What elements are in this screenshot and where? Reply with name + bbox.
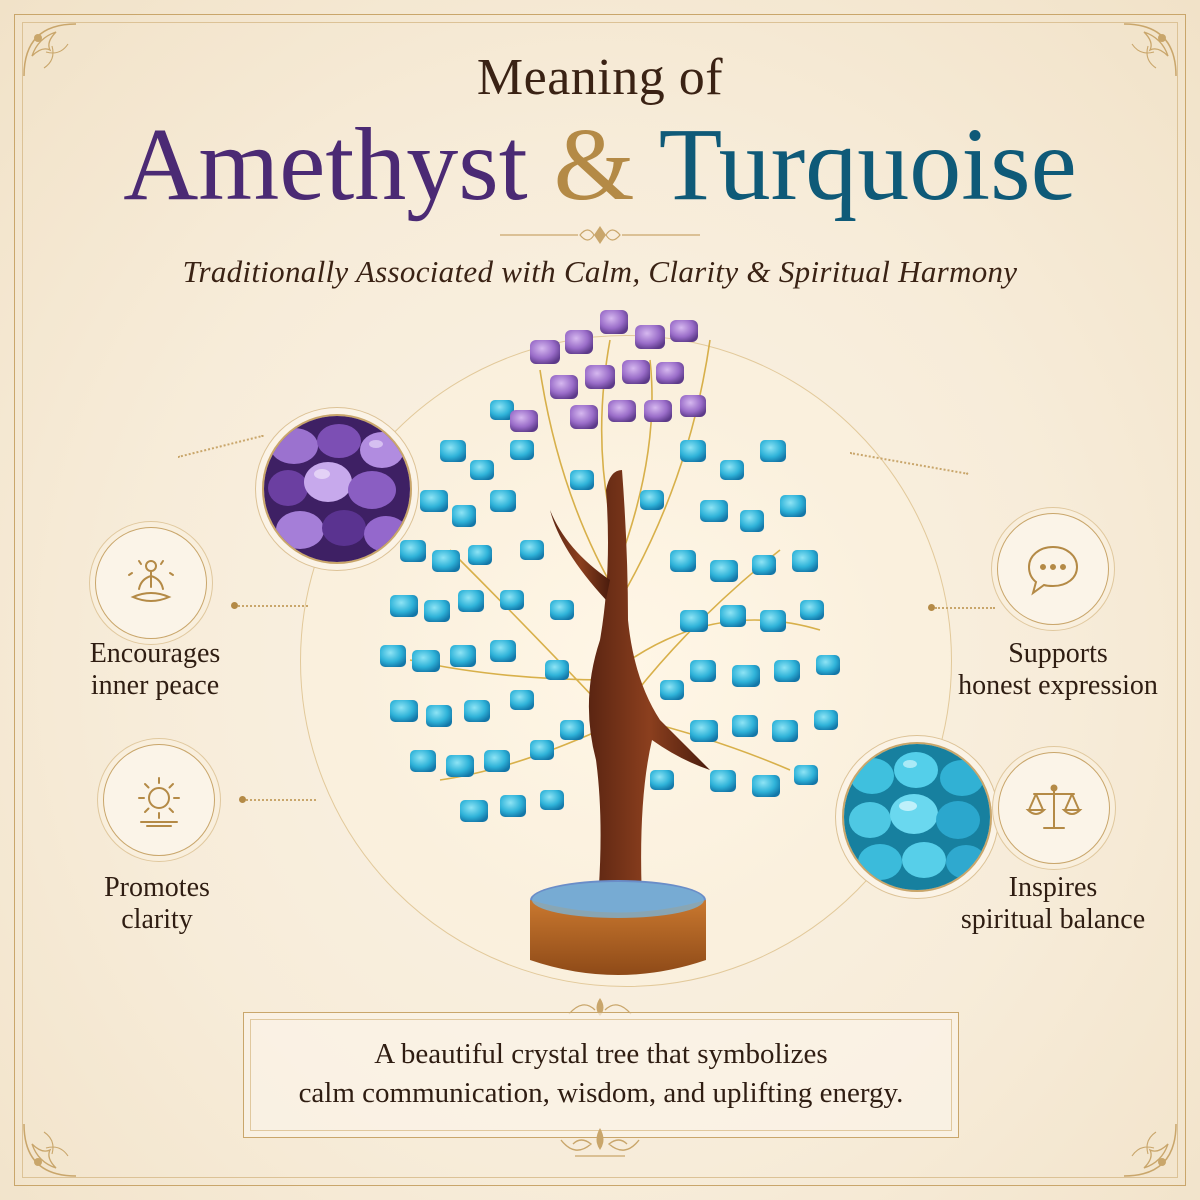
feature-balance-line2: spiritual balance xyxy=(960,904,1146,936)
feature-inner-peace-line2: inner peace xyxy=(90,670,220,702)
feature-expression-line2: honest expression xyxy=(958,670,1158,702)
title-divider-ornament xyxy=(500,226,700,244)
feature-clarity-line2: clarity xyxy=(121,904,193,936)
meditation-icon xyxy=(128,560,174,602)
caption-line2: calm communication, wisdom, and upliftin… xyxy=(298,1077,904,1110)
outer-frame xyxy=(14,14,1186,1186)
sun-icon xyxy=(138,777,180,827)
amethyst-stones-image xyxy=(262,414,412,564)
connector-express xyxy=(935,607,995,609)
connector-clarity xyxy=(246,799,316,801)
corner-ornament-top-right xyxy=(1123,23,1177,77)
page-title: Amethyst & Turquoise xyxy=(0,107,1200,222)
speech-bubble-icon-badge xyxy=(997,513,1109,625)
feature-honest-expression: Supports honest expression xyxy=(948,638,1168,702)
caption-line1: A beautiful crystal tree that symbolizes xyxy=(374,1038,828,1070)
caption-box: A beautiful crystal tree that symbolizes… xyxy=(243,1012,959,1138)
bottom-ornament xyxy=(560,1128,640,1157)
corner-ornament-bottom-right xyxy=(1123,1123,1177,1177)
meditation-icon-badge xyxy=(95,527,207,639)
crystal-tree-illustration xyxy=(380,310,840,975)
title-ampersand: & xyxy=(553,107,635,222)
subtitle: Traditionally Associated with Calm, Clar… xyxy=(182,254,1018,289)
connector-peace xyxy=(238,605,308,607)
connector-dot-peace xyxy=(231,602,238,609)
connector-balance xyxy=(990,806,1000,808)
speech-bubble-icon xyxy=(1027,545,1079,596)
corner-ornament-top-left xyxy=(23,23,77,77)
connector-dot-express xyxy=(928,604,935,611)
scales-icon-badge xyxy=(998,752,1110,864)
inner-frame xyxy=(22,22,1178,1178)
feature-inner-peace: Encourages inner peace xyxy=(60,638,250,702)
feature-clarity-line1: Promotes xyxy=(104,872,210,903)
connector-dot-clarity xyxy=(239,796,246,803)
title-meaning-of: Meaning of xyxy=(476,49,724,106)
caption-top-ornament xyxy=(568,998,632,1016)
feature-balance-line1: Inspires xyxy=(1008,872,1098,903)
feature-clarity: Promotes clarity xyxy=(62,872,252,936)
feature-expression-line1: Supports xyxy=(1008,638,1108,669)
caption-text: A beautiful crystal tree that symbolizes… xyxy=(244,1035,958,1113)
turquoise-stones-image xyxy=(842,742,992,892)
feature-spiritual-balance: Inspires spiritual balance xyxy=(938,872,1168,936)
feature-inner-peace-line1: Encourages xyxy=(89,638,221,669)
corner-ornament-bottom-left xyxy=(23,1123,77,1177)
scales-icon xyxy=(1025,784,1083,829)
title-turquoise: Turquoise xyxy=(658,107,1077,222)
title-amethyst: Amethyst xyxy=(123,107,528,222)
sun-icon-badge xyxy=(103,744,215,856)
